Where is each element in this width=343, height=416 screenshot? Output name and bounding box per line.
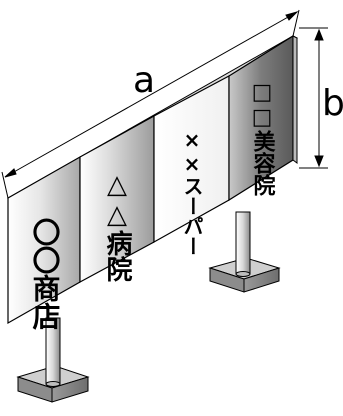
dimension-a-label: a bbox=[133, 60, 155, 101]
dimension-a bbox=[1, 9, 300, 199]
dimension-b-label: b bbox=[322, 83, 343, 124]
right-support bbox=[208, 211, 281, 293]
panel-4-text: □□美容院 bbox=[250, 80, 276, 197]
panel-1-text: 〇〇商店 bbox=[29, 218, 62, 331]
panel-3-text: ××スーパー bbox=[180, 128, 204, 256]
panel-2-text: △△病院 bbox=[102, 170, 132, 282]
dimension-b bbox=[299, 27, 328, 169]
sign-right-edge bbox=[292, 35, 298, 164]
left-support bbox=[16, 317, 90, 403]
